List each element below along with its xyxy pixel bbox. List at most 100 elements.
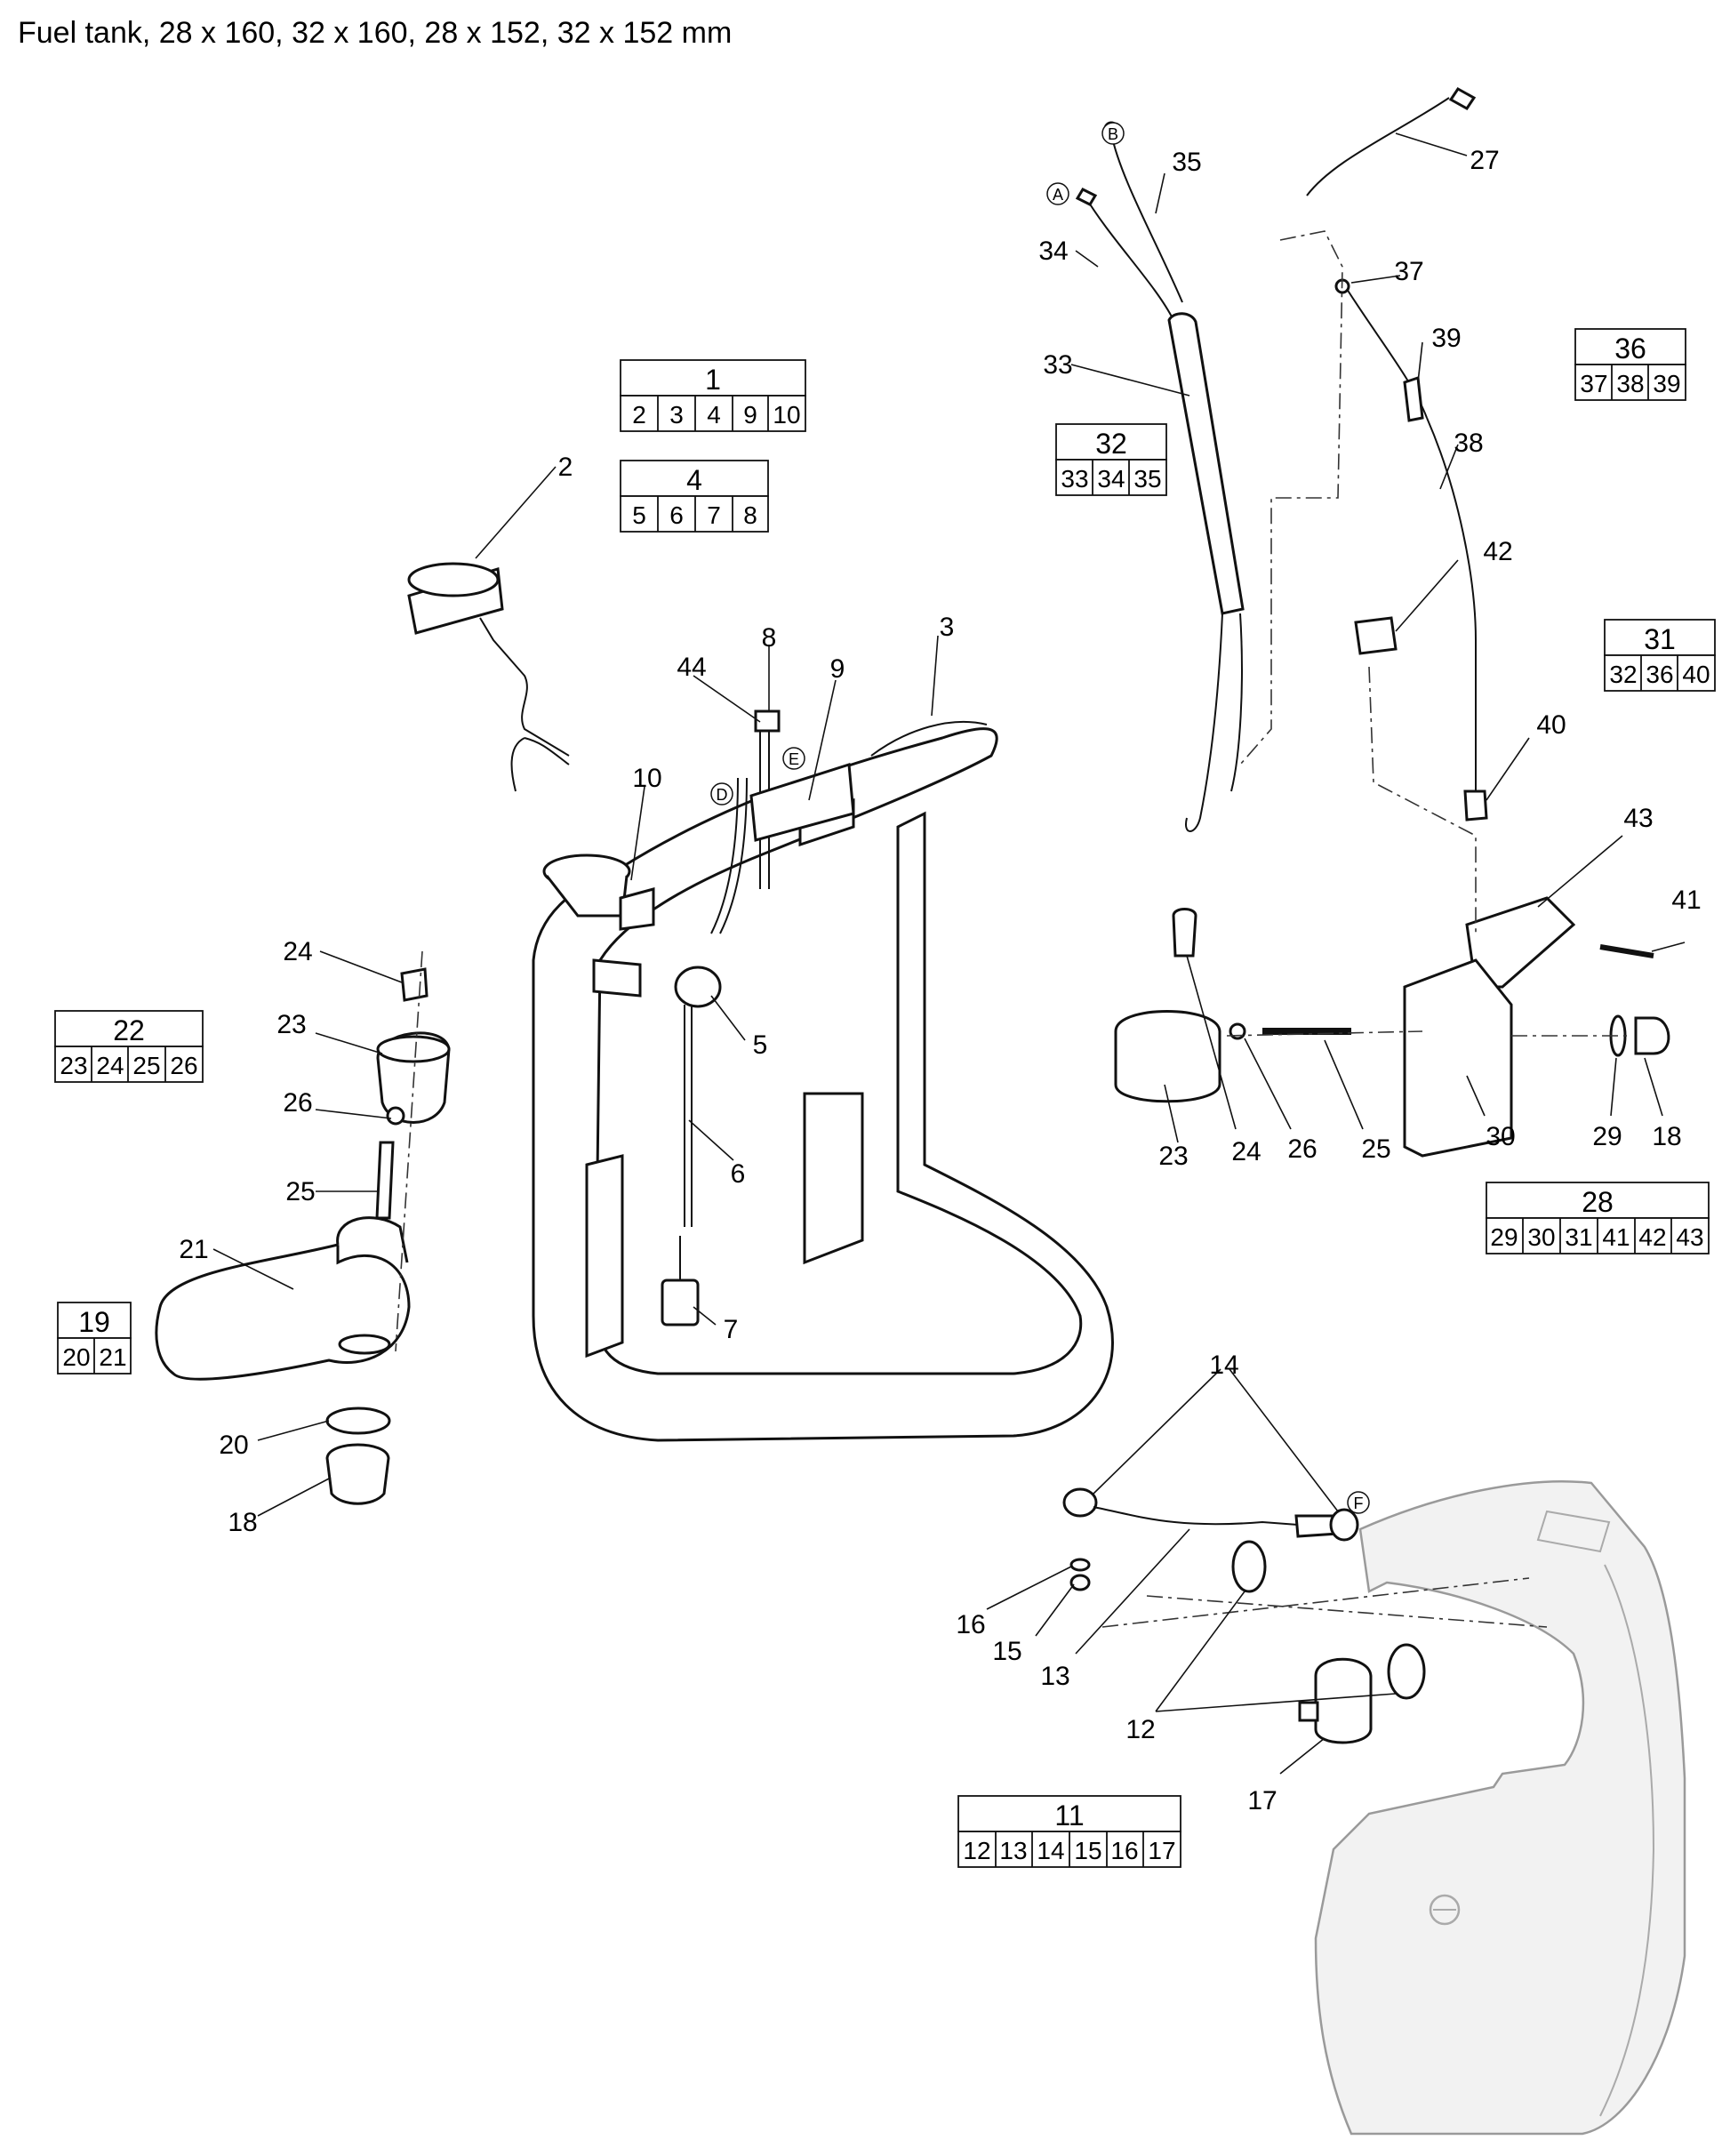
fuel-hoses <box>619 709 855 1326</box>
svg-text:24: 24 <box>96 1052 124 1079</box>
svg-text:23: 23 <box>60 1052 87 1079</box>
callout-39: 39 <box>1431 324 1461 353</box>
kit-11-number: 11 <box>1054 1799 1084 1831</box>
insert-24 <box>400 967 428 1002</box>
svg-text:31: 31 <box>1565 1223 1592 1251</box>
svg-text:A: A <box>1053 186 1063 204</box>
kit-box-1: 1 2 3 4 9 10 <box>620 359 806 432</box>
callout-24-right: 24 <box>1231 1137 1261 1166</box>
callout-35: 35 <box>1172 148 1201 177</box>
fuel-tank-frame <box>532 721 1114 1442</box>
label-strip <box>749 763 855 842</box>
callout-23-right: 23 <box>1158 1142 1188 1171</box>
callout-8: 8 <box>762 623 777 653</box>
svg-text:10: 10 <box>773 401 800 429</box>
kit-4-number: 4 <box>686 464 702 496</box>
buffer-18 <box>325 1443 390 1505</box>
kit-box-4: 4 5 6 7 8 <box>620 460 769 533</box>
svg-text:20: 20 <box>62 1343 90 1371</box>
callout-25-right: 25 <box>1361 1134 1390 1164</box>
washer-20 <box>325 1407 391 1435</box>
svg-text:13: 13 <box>999 1837 1027 1864</box>
svg-text:B: B <box>1108 125 1118 143</box>
callout-5: 5 <box>753 1030 768 1060</box>
svg-text:D: D <box>717 786 728 804</box>
ref-marker-a: A <box>1046 182 1069 205</box>
callout-13: 13 <box>1040 1662 1069 1691</box>
buffer-18-right <box>1634 1016 1670 1055</box>
svg-text:E: E <box>789 750 799 768</box>
svg-text:16: 16 <box>1110 1837 1138 1864</box>
ref-marker-d: D <box>710 782 733 805</box>
washer-12a <box>1231 1540 1267 1593</box>
kit-box-28: 28 29 30 31 41 42 43 <box>1486 1182 1710 1254</box>
fuel-cap <box>407 562 570 792</box>
washer-16 <box>1069 1558 1091 1572</box>
cover-screw-icon <box>1429 1894 1461 1926</box>
svg-text:3: 3 <box>669 401 684 429</box>
kit-box-22: 22 23 24 25 26 <box>54 1010 204 1083</box>
conduit-33 <box>1167 312 1245 615</box>
callout-38: 38 <box>1454 429 1483 458</box>
callout-33: 33 <box>1043 350 1072 380</box>
washer-12b <box>1387 1643 1426 1700</box>
callout-15: 15 <box>992 1637 1021 1666</box>
callout-7: 7 <box>724 1315 739 1344</box>
callout-34: 34 <box>1038 236 1068 266</box>
callout-18-right: 18 <box>1652 1122 1681 1151</box>
callout-6: 6 <box>731 1159 746 1189</box>
callout-labels: 2 3 5 6 7 8 9 10 12 13 14 15 16 17 18 18… <box>179 146 1701 1815</box>
strap-23 <box>1114 1010 1221 1103</box>
callout-12: 12 <box>1125 1715 1155 1744</box>
callout-25-left: 25 <box>285 1177 315 1206</box>
svg-text:F: F <box>1354 1495 1364 1512</box>
callout-26-left: 26 <box>283 1088 312 1118</box>
svg-text:36: 36 <box>1646 661 1673 688</box>
leader-lines <box>212 132 1686 1775</box>
svg-text:29: 29 <box>1490 1223 1518 1251</box>
callout-10: 10 <box>632 764 661 793</box>
svg-text:42: 42 <box>1638 1223 1666 1251</box>
spring-25 <box>375 1141 395 1220</box>
callout-26-right: 26 <box>1287 1134 1317 1164</box>
svg-text:38: 38 <box>1616 370 1644 397</box>
page-title: Fuel tank, 28 x 160, 32 x 160, 28 x 152,… <box>18 16 733 50</box>
svg-text:7: 7 <box>707 501 721 529</box>
callout-29: 29 <box>1592 1122 1622 1151</box>
svg-text:43: 43 <box>1676 1223 1703 1251</box>
svg-text:4: 4 <box>707 401 721 429</box>
ref-marker-f: F <box>1347 1491 1370 1514</box>
svg-text:34: 34 <box>1097 465 1125 493</box>
callout-14: 14 <box>1209 1351 1238 1380</box>
svg-text:6: 6 <box>669 501 684 529</box>
insert-24-right <box>1172 908 1197 958</box>
callout-43: 43 <box>1623 804 1653 833</box>
callout-24-left: 24 <box>283 937 312 966</box>
svg-text:26: 26 <box>170 1052 197 1079</box>
svg-text:37: 37 <box>1580 370 1607 397</box>
buffer-17 <box>1314 1657 1373 1744</box>
svg-text:17: 17 <box>1148 1837 1175 1864</box>
svg-text:35: 35 <box>1133 465 1161 493</box>
kit-19-number: 19 <box>78 1306 110 1338</box>
kit-box-19: 19 20 21 <box>57 1302 132 1375</box>
handle-21 <box>155 1243 411 1381</box>
svg-text:14: 14 <box>1037 1837 1064 1864</box>
svg-text:9: 9 <box>743 401 757 429</box>
callout-27: 27 <box>1470 146 1499 175</box>
svg-text:2: 2 <box>632 401 646 429</box>
svg-text:12: 12 <box>963 1837 990 1864</box>
svg-text:30: 30 <box>1527 1223 1555 1251</box>
svg-text:21: 21 <box>99 1343 126 1371</box>
callout-44: 44 <box>677 653 706 682</box>
grommet <box>674 966 722 1008</box>
fuel-filter <box>661 1278 700 1326</box>
callout-16: 16 <box>956 1610 985 1639</box>
kit-31-number: 31 <box>1644 623 1676 655</box>
callout-2: 2 <box>558 453 573 482</box>
svg-text:8: 8 <box>743 501 757 529</box>
kit-1-number: 1 <box>705 364 721 396</box>
callout-30: 30 <box>1486 1122 1515 1151</box>
ref-marker-e: E <box>782 747 805 770</box>
